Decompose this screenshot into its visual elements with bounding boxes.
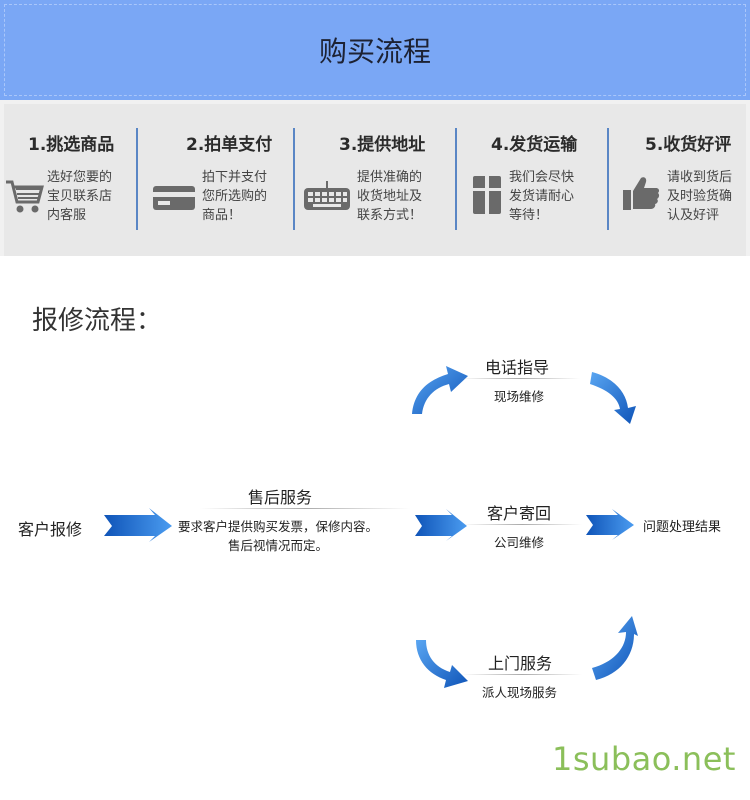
steps-background — [4, 104, 746, 256]
node-onsite-sub: 派人现场服务 — [482, 685, 558, 700]
arrow-right-icon — [586, 509, 634, 540]
desc-line: 要求客户提供购买发票，保修内容。 — [178, 519, 379, 534]
card-icon — [153, 186, 195, 210]
step-desc-line: 等待！ — [509, 208, 549, 223]
purchase-title: 购买流程 — [318, 35, 431, 68]
repair-flow-title: 报修流程： — [32, 306, 163, 336]
purchase-banner: 购买流程 — [0, 0, 750, 100]
step-separator — [136, 128, 138, 230]
step-desc-line: 联系方式！ — [357, 208, 423, 223]
curved-arrow-icon — [412, 366, 468, 414]
node-onsite-title: 上门服务 — [488, 654, 553, 673]
watermark: 1subao.net — [552, 740, 736, 778]
arrow-right-icon — [415, 509, 467, 541]
step-desc-line: 发货请耐心 — [509, 189, 575, 204]
node-phone-sub: 现场维修 — [494, 389, 545, 404]
step-desc-line: 认及好评 — [667, 208, 720, 223]
node-result: 问题处理结果 — [643, 520, 722, 535]
arrow-right-icon — [104, 508, 172, 542]
purchase-steps-bar: 1.挑选商品 选好您要的 宝贝联系店 内客服 2.拍单支付 拍下并支付 您所选购… — [0, 100, 750, 256]
banner-dashed-border — [4, 4, 746, 96]
step-desc-line: 提供准确的 — [357, 170, 423, 185]
step-desc-line: 商品！ — [202, 208, 242, 223]
step-desc-line: 请收到货后 — [667, 170, 733, 185]
curved-arrow-icon — [590, 372, 636, 424]
step-title: 5.收货好评 — [645, 135, 732, 155]
step-1: 1.挑选商品 选好您要的 宝贝联系店 内客服 — [0, 104, 140, 252]
node-after-sales-desc: 要求客户提供购买发票，保修内容。 售后视情况而定。 — [178, 516, 378, 554]
step-desc-line: 您所选购的 — [202, 189, 268, 204]
step-desc-line: 收货地址及 — [357, 189, 423, 204]
step-5: 5.收货好评 请收到货后 及时验货确 认及好评 — [609, 104, 750, 252]
curved-arrow-icon — [592, 616, 638, 680]
step-2: 2.拍单支付 拍下并支付 您所选购的 商品！ — [140, 104, 295, 252]
node-divider — [460, 378, 580, 379]
step-title: 4.发货运输 — [491, 135, 578, 155]
step-desc-line: 我们会尽快 — [509, 170, 575, 185]
node-customer-report: 客户报修 — [18, 520, 83, 539]
node-divider — [462, 524, 582, 525]
gift-icon — [473, 176, 501, 214]
step-title: 3.提供地址 — [339, 135, 426, 155]
node-phone-title: 电话指导 — [485, 358, 550, 377]
cart-icon — [6, 180, 44, 213]
node-divider — [200, 508, 410, 509]
step-4: 4.发货运输 我们会尽快 发货请耐心 等待！ — [457, 104, 607, 252]
node-after-sales-title: 售后服务 — [248, 488, 313, 507]
step-separator — [607, 128, 609, 230]
step-desc-line: 选好您要的 — [47, 170, 113, 185]
node-send-back-title: 客户寄回 — [487, 504, 552, 523]
step-desc-line: 及时验货确 — [667, 189, 733, 204]
step-title: 2.拍单支付 — [186, 135, 273, 155]
thumbs-up-icon — [623, 177, 660, 210]
step-title: 1.挑选商品 — [28, 135, 115, 155]
node-send-back-sub: 公司维修 — [494, 535, 545, 550]
curved-arrow-icon — [416, 640, 468, 688]
node-divider — [462, 674, 582, 675]
step-separator — [293, 128, 295, 230]
step-3: 3.提供地址 提供准确的 收货地址及 联系方式！ — [295, 104, 455, 252]
step-desc-line: 内客服 — [47, 208, 87, 223]
step-desc-line: 宝贝联系店 — [47, 189, 113, 204]
keyboard-icon — [304, 181, 350, 210]
step-desc-line: 拍下并支付 — [202, 170, 268, 185]
desc-line: 售后视情况而定。 — [228, 538, 329, 553]
step-separator — [455, 128, 457, 230]
